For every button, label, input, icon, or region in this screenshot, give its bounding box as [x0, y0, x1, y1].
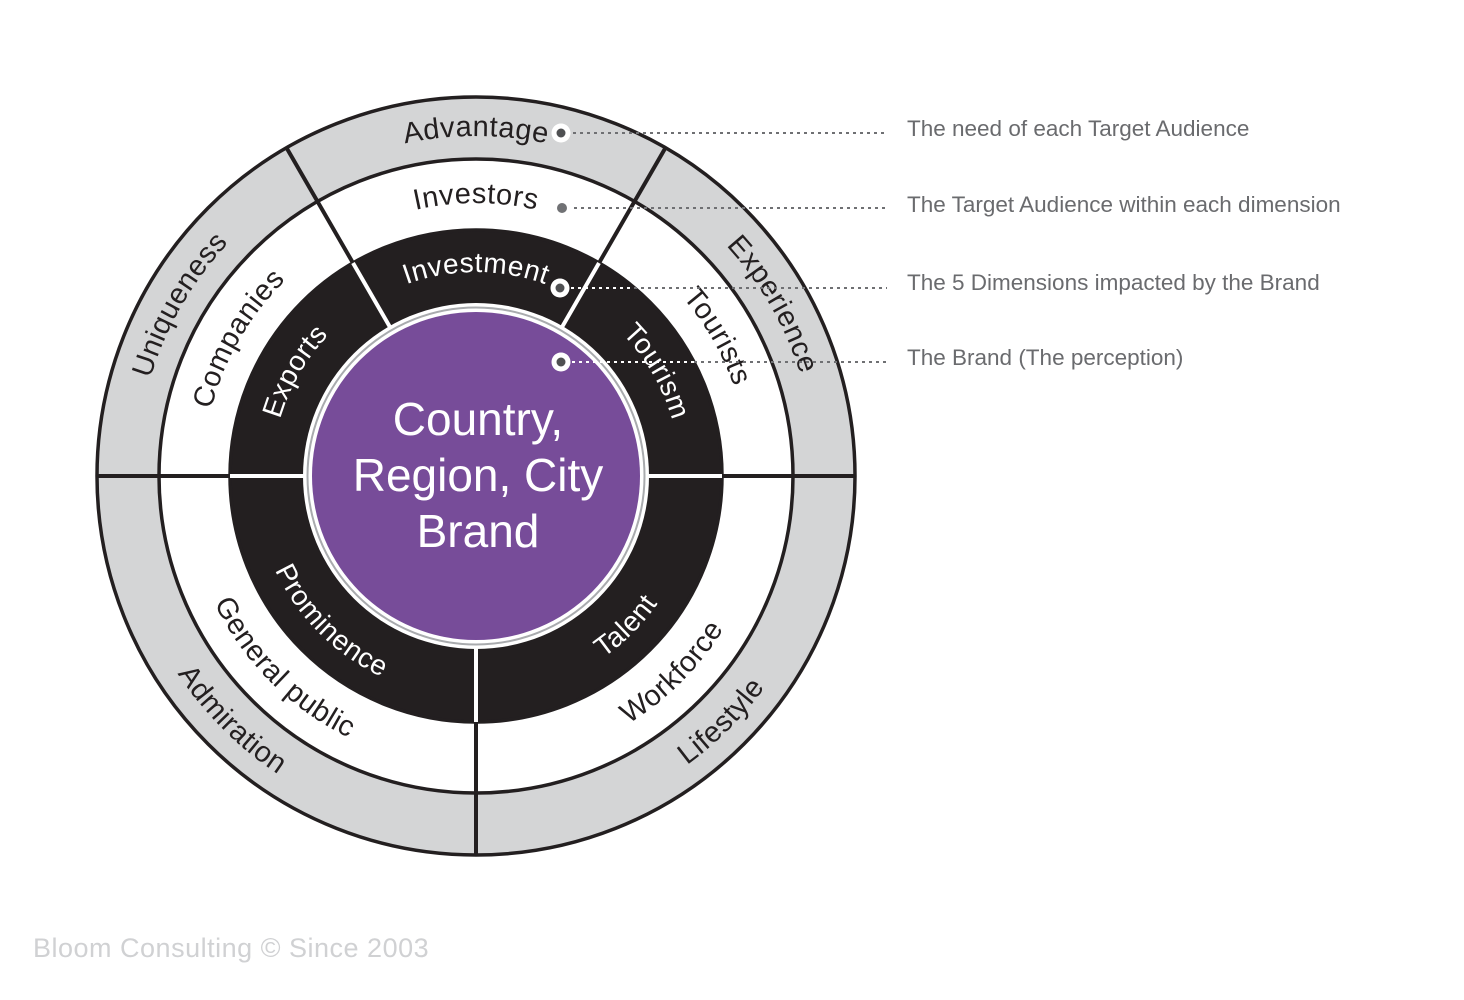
center-label-line1: Country,	[393, 393, 563, 445]
credit-text: Bloom Consulting © Since 2003	[33, 933, 429, 963]
legend-item-audience: The Target Audience within each dimensio…	[907, 192, 1341, 217]
brand-center-circle	[312, 312, 640, 640]
callout-lines	[571, 132, 887, 363]
need-marker-dot	[556, 128, 566, 138]
callout-markers	[550, 123, 571, 372]
legend-item-need: The need of each Target Audience	[907, 116, 1249, 141]
dimension-marker-dot	[555, 283, 565, 293]
legend: The need of each Target Audience The Tar…	[907, 116, 1341, 370]
brand-center-label: Country, Region, City Brand	[353, 393, 604, 557]
center-label-line2: Region, City	[353, 449, 604, 501]
silver-gap-inner-line	[306, 306, 646, 646]
segment-dividers-outer	[97, 146, 855, 855]
audience-marker-dot	[557, 203, 567, 213]
legend-item-dimensions: The 5 Dimensions impacted by the Brand	[907, 270, 1320, 295]
wheel-rings	[95, 95, 857, 857]
center-label-line3: Brand	[417, 505, 540, 557]
legend-item-brand: The Brand (The perception)	[907, 345, 1183, 370]
brand-marker-dot	[556, 357, 566, 367]
segment-dividers-inner	[230, 262, 722, 722]
